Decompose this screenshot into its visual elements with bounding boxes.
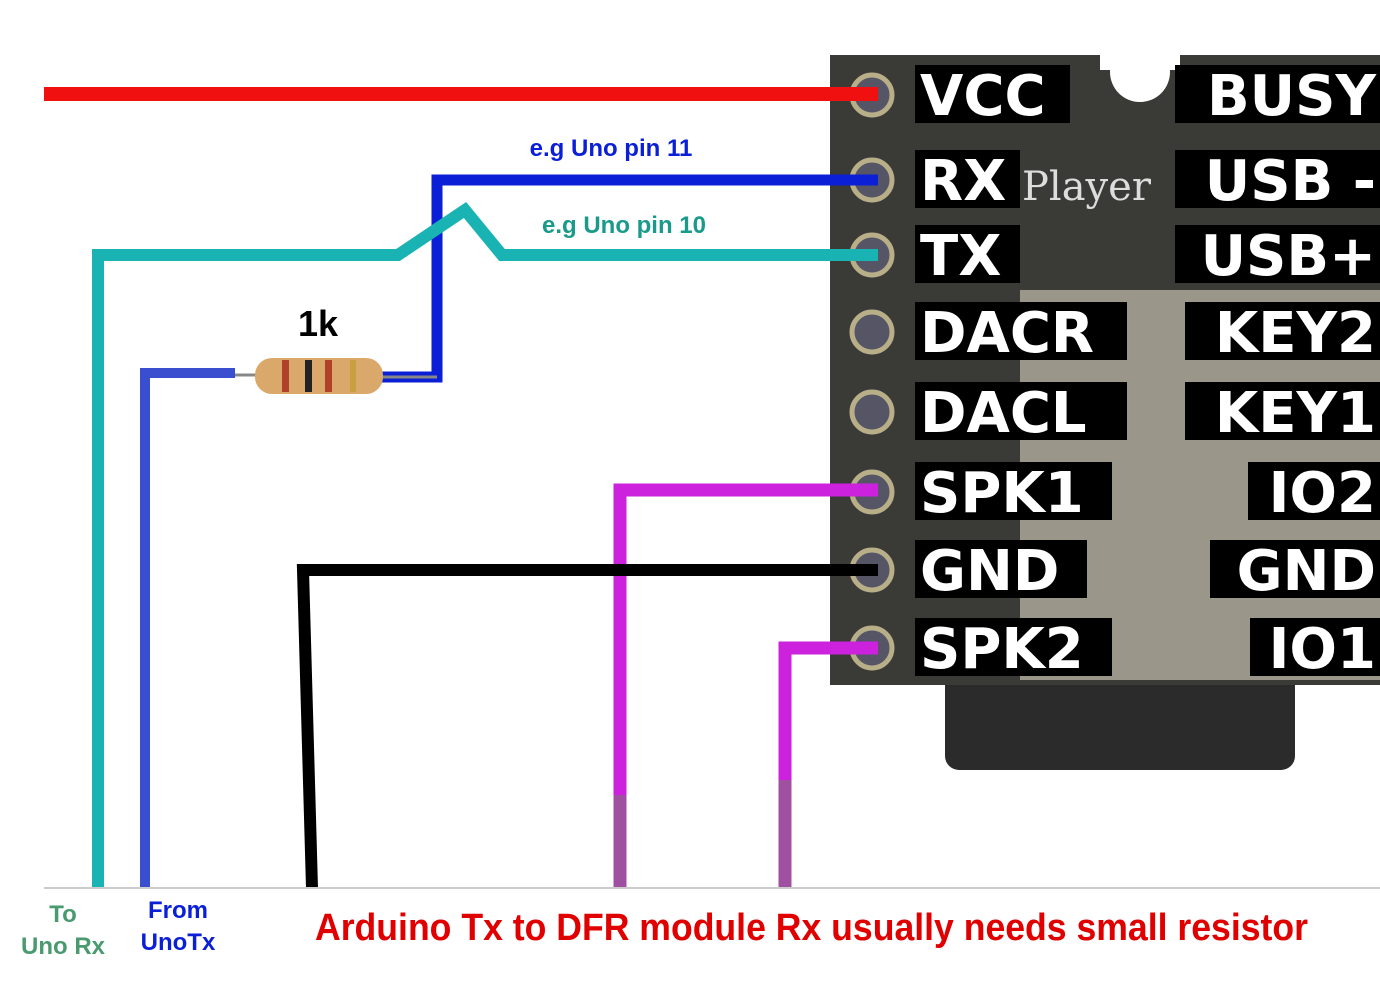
right-pin-label: GND [1237,539,1376,604]
from-uno-tx-label-line2: UnoTx [141,929,216,956]
left-pin-label: VCC [920,64,1046,129]
gnd-wire [296,564,878,889]
left-pin-label: SPK2 [920,617,1084,682]
to-uno-rx-label-line2: Uno Rx [21,933,106,960]
right-pin-label: USB - [1205,149,1376,214]
right-pin-label: KEY1 [1215,381,1376,446]
left-pin-label: GND [920,539,1059,604]
right-pin-label: USB+ [1201,224,1376,289]
sd-card-slot [945,670,1295,770]
silkscreen-text: Player [1022,164,1152,210]
resistor-value-label: 1k [298,303,339,344]
right-pin-label: IO2 [1269,461,1376,526]
left-pin-label: RX [920,149,1006,214]
pin-pad [849,309,895,355]
left-pin-label: DACR [920,301,1094,366]
caption: Arduino Tx to DFR module Rx usually need… [315,907,1308,949]
to-uno-rx-label-line1: To [49,901,77,928]
left-pin-label: SPK1 [920,461,1084,526]
spk1-wire [613,483,878,888]
right-pin-label: IO1 [1269,617,1376,682]
from-uno-tx-wire [140,368,235,888]
left-pin-label: TX [920,224,1001,289]
left-pin-label: DACL [920,381,1087,446]
wires [44,87,878,889]
right-pin-label: BUSY [1207,64,1377,129]
resistor-1k [235,358,383,394]
pin-pad [849,389,895,435]
tx-pin-note: e.g Uno pin 10 [542,212,706,239]
tx-wire [92,201,878,888]
right-pin-label: KEY2 [1215,301,1376,366]
rx-wire [380,174,878,383]
from-uno-tx-label-line1: From [148,897,208,924]
rx-pin-note: e.g Uno pin 11 [530,135,693,162]
